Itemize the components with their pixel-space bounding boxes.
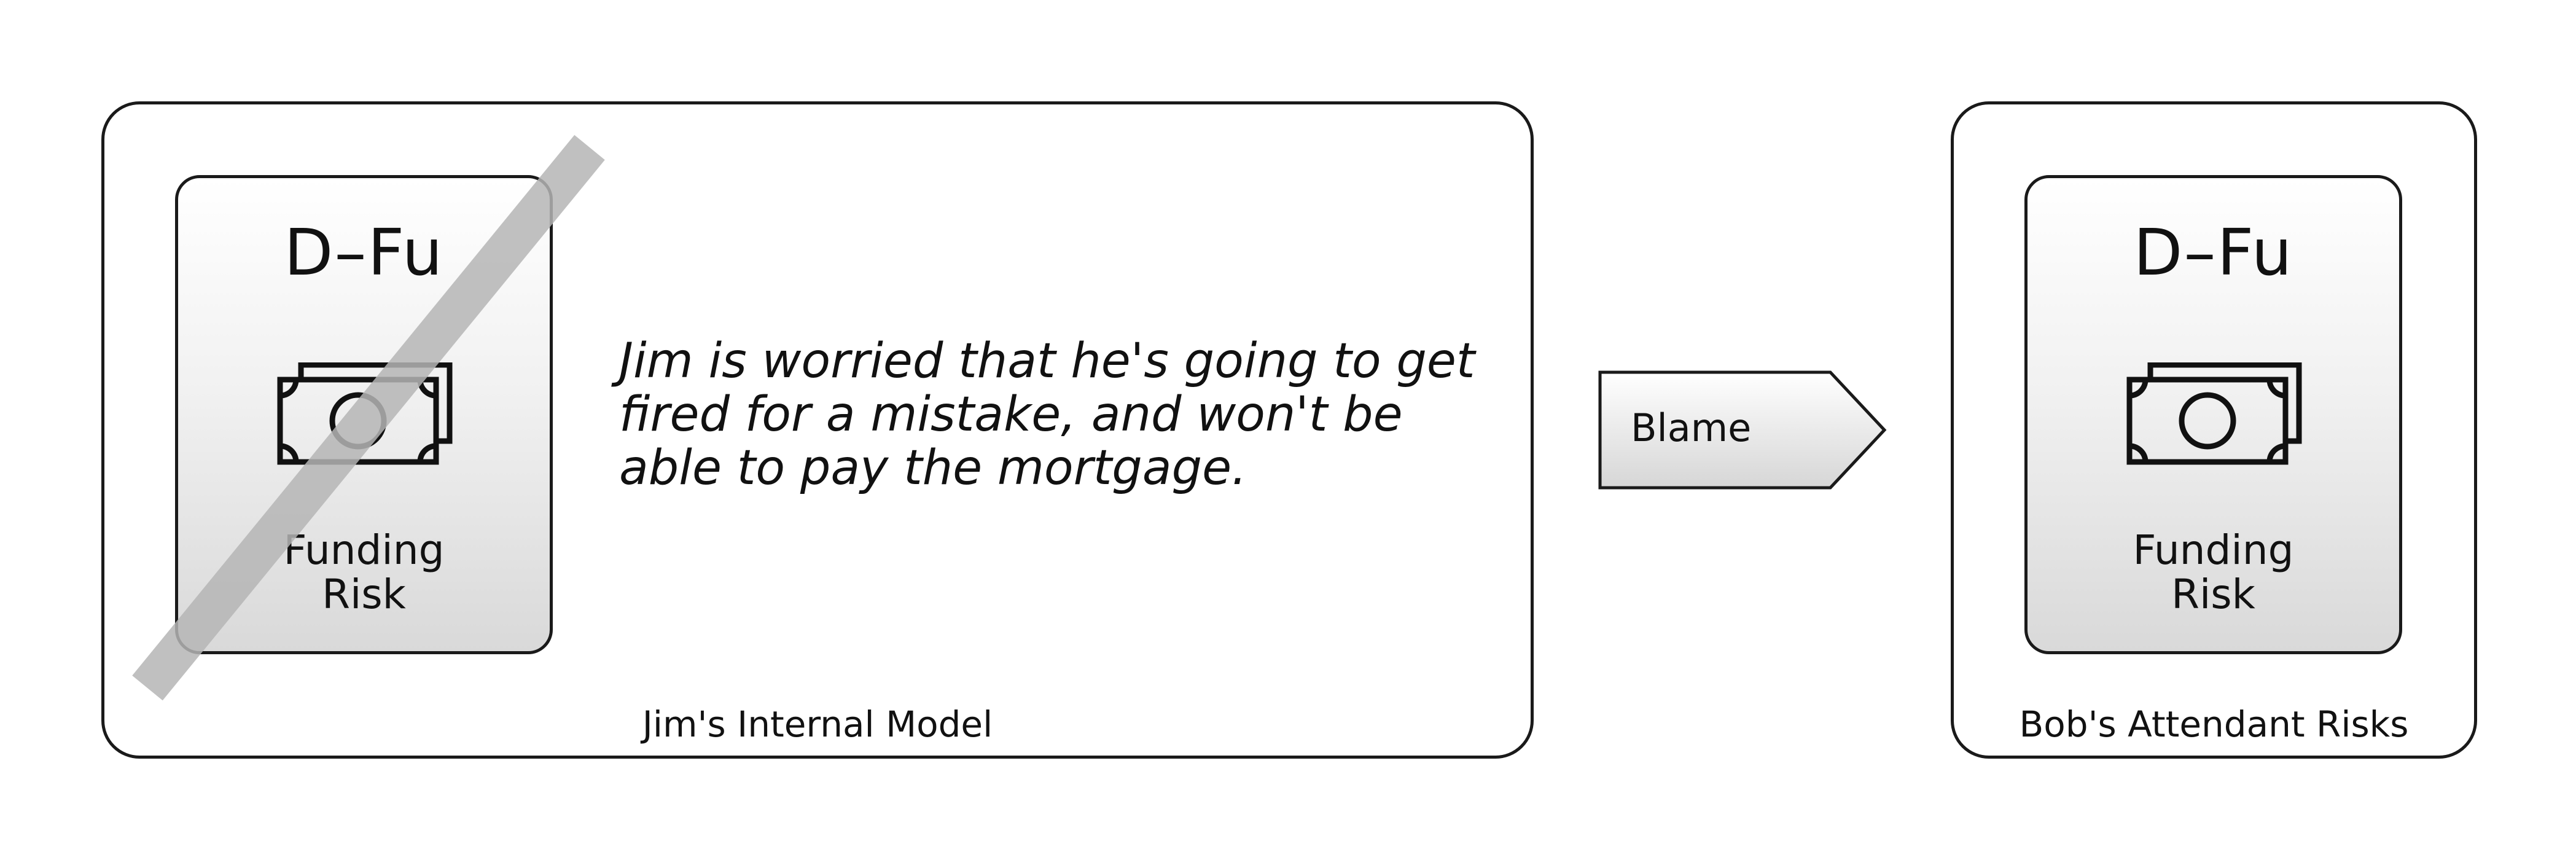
panel-caption: Jim's Internal Model bbox=[642, 703, 993, 745]
risk-label-line2: Risk bbox=[322, 571, 406, 618]
risk-label-line1: Funding bbox=[283, 526, 445, 574]
risk-label-line1: Funding bbox=[2133, 526, 2294, 574]
funding-risk-card-right: D–Fu Funding Risk bbox=[2024, 175, 2402, 654]
quote-line-1: Jim is worried that he's going to get bbox=[619, 334, 1475, 389]
quote-line-3: able to pay the mortgage. bbox=[619, 440, 1247, 496]
risk-code: D–Fu bbox=[2133, 215, 2293, 290]
risk-label-line2: Risk bbox=[2171, 571, 2255, 618]
quote-text: Jim is worried that he's going to get fi… bbox=[619, 335, 1491, 495]
risk-label: Funding Risk bbox=[2028, 528, 2399, 617]
blame-arrow bbox=[1598, 370, 1887, 490]
money-bill-icon bbox=[2126, 362, 2302, 465]
quote-line-2: fired for a mistake, and won't be bbox=[619, 387, 1403, 442]
panel-caption: Bob's Attendant Risks bbox=[2019, 703, 2409, 745]
risk-code: D–Fu bbox=[284, 215, 444, 290]
blame-label: Blame bbox=[1631, 405, 1752, 450]
risk-label: Funding Risk bbox=[178, 528, 550, 617]
strike-through-bar bbox=[132, 135, 605, 701]
